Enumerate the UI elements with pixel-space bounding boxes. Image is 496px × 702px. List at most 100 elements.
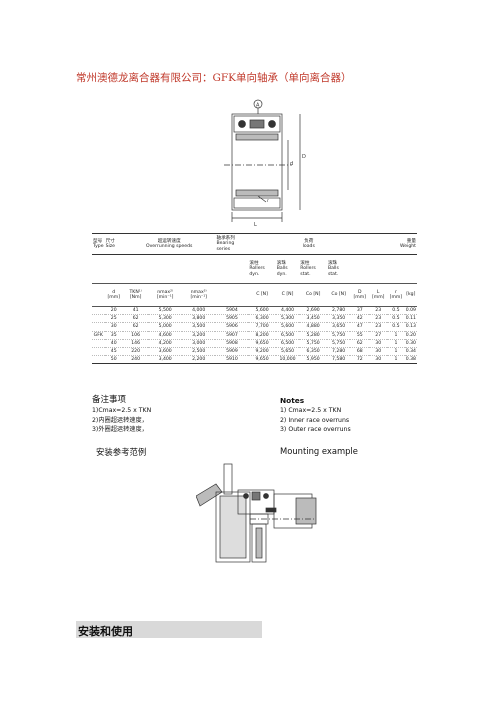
table-cell: 45: [104, 347, 123, 357]
unit-cell: nmax²⁾ [min⁻¹]: [148, 283, 182, 307]
mounting-example-drawing: [196, 463, 317, 563]
table-cell: 6,500: [275, 331, 300, 340]
unit-cell: Co [N]: [326, 283, 351, 307]
table-cell: 3,650: [326, 322, 351, 332]
table-cell: 10,000: [275, 355, 300, 365]
notes-cn-heading: 备注事项: [92, 395, 127, 405]
table-cell: 5906: [215, 322, 249, 332]
table-cell: 0.13: [404, 322, 417, 332]
table-cell: 5,750: [326, 339, 351, 348]
table-cell: 42: [350, 314, 370, 324]
table-cell: 72: [350, 355, 370, 365]
table-cell: 2,500: [181, 347, 216, 357]
table-cell: 3,600: [148, 347, 182, 357]
dim-d-label: d: [290, 161, 293, 167]
table-cell: 5,600: [275, 322, 300, 332]
table-cell: 0.20: [404, 331, 417, 340]
table-cell: 5,280: [299, 331, 327, 340]
table-cell: 50: [104, 355, 123, 365]
table-cell: 6,350: [299, 347, 327, 357]
table-cell: 5910: [215, 355, 249, 365]
unit-cell: L [mm]: [369, 283, 388, 307]
table-cell: 0.11: [404, 314, 417, 324]
table-cell: 3,200: [181, 331, 216, 340]
table-cell: 146: [122, 339, 149, 348]
mounting-title-en: Mounting example: [280, 446, 358, 456]
table-cell: 62: [122, 322, 149, 332]
table-cell: 3,450: [299, 314, 327, 324]
table-cell: 62: [350, 339, 370, 348]
table-cell: 23: [369, 306, 388, 316]
type-cell: [92, 339, 105, 348]
table-cell: 55: [350, 331, 370, 340]
type-cell: GFK: [92, 331, 105, 340]
notes-cn-line: 1)Cmax=2.5 x TKN: [92, 407, 152, 414]
notes-en-line: 3) Outer race overruns: [280, 426, 351, 433]
marker-label: A: [256, 103, 260, 109]
table-cell: 1: [387, 355, 405, 365]
table-cell: 5,750: [326, 331, 351, 340]
table-cell: 3,350: [326, 314, 351, 324]
table-cell: 5907: [215, 331, 249, 340]
table-cell: 3,800: [181, 314, 216, 324]
table-cell: 9,650: [248, 355, 276, 365]
dim-L-label: L: [254, 222, 257, 228]
unit-cell: [215, 283, 249, 307]
notes-en-line: 1) Cmax=2.5 x TKN: [280, 407, 342, 414]
type-cell: [92, 314, 105, 324]
table-cell: 2,690: [299, 306, 327, 316]
table-cell: 1: [387, 347, 405, 357]
table-cell: 5,000: [148, 322, 182, 332]
table-cell: 35: [104, 331, 123, 340]
table-cell: 40: [104, 339, 123, 348]
table-cell: 0.5: [387, 314, 405, 324]
table-cell: 1: [387, 331, 405, 340]
table-cell: 5904: [215, 306, 249, 316]
table-cell: 8,200: [248, 331, 276, 340]
table-cell: 30: [104, 322, 123, 332]
table-cell: 6,300: [248, 314, 276, 324]
document-title: 常州澳德龙离合器有限公司：GFK单向轴承（单向离合器）: [76, 72, 352, 84]
notes-cn: 备注事项 1)Cmax=2.5 x TKN 2)内圈超运转速度， 3)外圈超运转…: [92, 395, 151, 435]
unit-cell: r [mm]: [387, 283, 405, 307]
bearing-section-drawing: A d D L r: [224, 99, 306, 228]
table-cell: 30: [369, 339, 388, 348]
notes-en-line: 2) Inner race overruns: [280, 416, 350, 424]
table-cell: 5,950: [299, 355, 327, 365]
section-heading-bar: [76, 621, 262, 638]
table-cell: 4,000: [181, 306, 216, 316]
table-cell: 5,300: [275, 314, 300, 324]
table-cell: 5,500: [148, 306, 182, 316]
table-cell: 30: [369, 355, 388, 365]
table-cell: 62: [122, 314, 149, 324]
table-cell: 37: [350, 306, 370, 316]
unit-cell: nmax³⁾ [min⁻¹]: [181, 283, 216, 307]
type-cell: [92, 322, 105, 332]
table-cell: 0.38: [404, 355, 417, 365]
table-cell: 3,000: [181, 339, 216, 348]
type-cell: [92, 347, 105, 357]
unit-cell: C [N]: [248, 283, 276, 307]
table-cell: 23: [369, 322, 388, 332]
type-cell: [92, 355, 105, 365]
table-cell: 2,780: [326, 306, 351, 316]
mounting-title-cn: 安装参考范例: [96, 447, 147, 457]
table-cell: 106: [122, 331, 149, 340]
unit-cell: Co [N]: [299, 283, 327, 307]
table-cell: 4,600: [148, 331, 182, 340]
table-cell: 23: [369, 314, 388, 324]
table-cell: 220: [122, 347, 149, 357]
table-cell: 0.34: [404, 347, 417, 357]
table-cell: 5909: [215, 347, 249, 357]
table-cell: 9,650: [248, 339, 276, 348]
